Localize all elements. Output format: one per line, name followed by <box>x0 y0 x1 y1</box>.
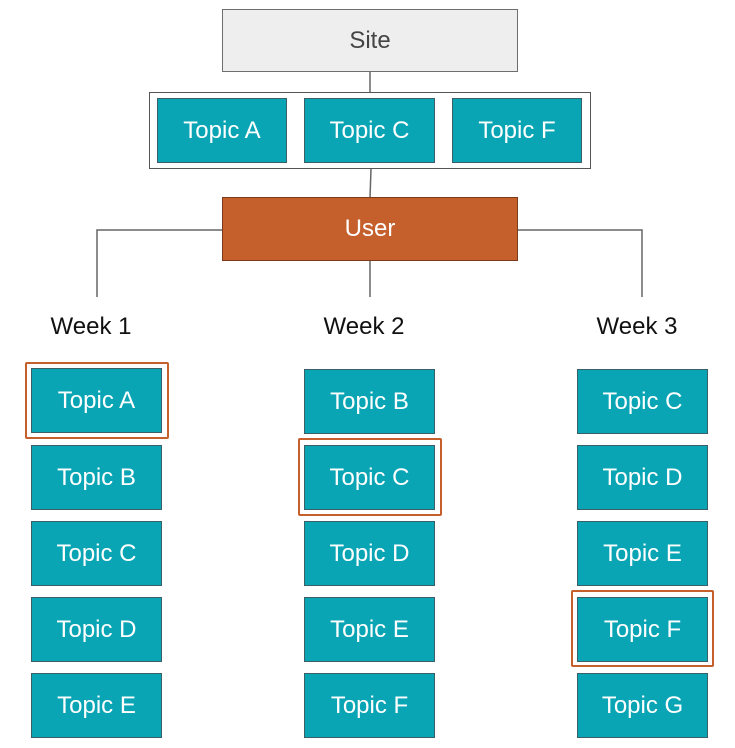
week-2-topic-label: Topic B <box>330 387 409 415</box>
site-topic-node: Topic F <box>452 98 582 163</box>
week-2-topic-node: Topic B <box>304 369 435 434</box>
site-node: Site <box>222 9 518 72</box>
week-1-label: Week 1 <box>50 313 132 340</box>
site-topics-group <box>149 92 591 169</box>
week-3-highlight-frame <box>571 590 714 667</box>
week-1-topic-node: Topic D <box>31 597 162 662</box>
week-1-topic-node: Topic B <box>31 445 162 510</box>
week-2-label: Week 2 <box>323 313 405 340</box>
week-3-topic-label: Topic E <box>603 539 682 567</box>
week-2-topic-label: Topic D <box>329 539 410 567</box>
week-2-topic-node: Topic F <box>304 673 435 738</box>
week-2-topic-label: Topic E <box>330 615 409 643</box>
site-topic-label: Topic C <box>329 116 410 144</box>
week-2-topic-node: Topic E <box>304 597 435 662</box>
week-3-topic-node: Topic D <box>577 445 708 510</box>
user-label: User <box>344 215 396 242</box>
week-1-topic-label: Topic E <box>57 691 136 719</box>
week-1-topic-node: Topic A <box>31 368 162 433</box>
week-2-topic-label: Topic F <box>330 691 409 719</box>
week-3-topic-label: Topic F <box>603 615 682 643</box>
week-2-highlight-frame <box>298 438 442 516</box>
week-2-topic-label: Topic C <box>329 463 410 491</box>
site-topic-label: Topic F <box>478 116 556 144</box>
site-label: Site <box>349 26 391 54</box>
site-topic-label: Topic A <box>183 116 261 144</box>
site-topic-node: Topic C <box>304 98 435 163</box>
user-to-week3-connector <box>517 229 643 297</box>
week-3-topic-label: Topic D <box>602 463 683 491</box>
week-3-label: Week 3 <box>596 313 678 340</box>
week-3-topic-label: Topic C <box>602 387 683 415</box>
week-3-topic-label: Topic G <box>601 691 684 719</box>
week-1-topic-label: Topic B <box>57 463 136 491</box>
user-to-week1-connector <box>96 229 222 297</box>
week-1-topic-label: Topic A <box>57 386 136 414</box>
week-1-topic-label: Topic D <box>56 615 137 643</box>
week-3-topic-node: Topic E <box>577 521 708 586</box>
week-2-topic-node: Topic D <box>304 521 435 586</box>
site-topic-node: Topic A <box>157 98 287 163</box>
week-1-highlight-frame <box>25 362 169 439</box>
week-1-topic-node: Topic C <box>31 521 162 586</box>
week-3-topic-node: Topic F <box>577 597 708 662</box>
user-node: User <box>222 197 518 261</box>
week-1-topic-node: Topic E <box>31 673 162 738</box>
group-to-user-connector <box>369 168 372 199</box>
week-3-topic-node: Topic C <box>577 369 708 434</box>
week-1-topic-label: Topic C <box>56 539 137 567</box>
week-2-topic-node: Topic C <box>304 445 435 510</box>
week-3-topic-node: Topic G <box>577 673 708 738</box>
